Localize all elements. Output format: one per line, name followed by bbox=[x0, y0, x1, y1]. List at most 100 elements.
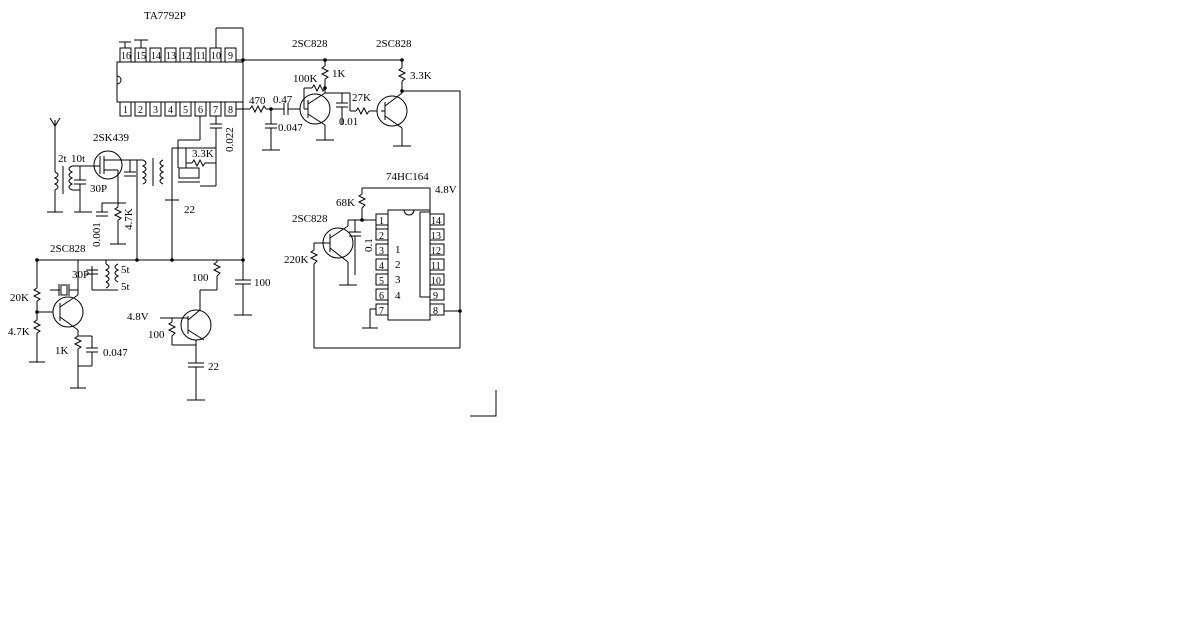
audio-amp-stage-2: 2SC828 3.3K bbox=[376, 38, 461, 348]
pin-number: 7 bbox=[379, 306, 384, 317]
resistor-100-a bbox=[212, 261, 222, 277]
transistor-collector bbox=[187, 309, 201, 321]
pin-number: 2 bbox=[138, 105, 143, 116]
pin-number: 14 bbox=[151, 51, 161, 62]
label-10t: 10t bbox=[71, 153, 85, 165]
audio-amp-stage-1: 470 0.047 0.47 2SC828 100K 1K bbox=[236, 38, 381, 151]
resistor-100k bbox=[311, 83, 326, 93]
ic-ta7792p: TA7792P 16 15 14 13 12 11 10 9 bbox=[116, 10, 244, 117]
label-3k3: 3.3K bbox=[410, 70, 432, 82]
local-oscillator: 2SC828 20K 4.7K 30P 5t 5t bbox=[8, 243, 130, 389]
ic-74hc164-label: 74HC164 bbox=[386, 171, 429, 183]
ic-ta7792p-top-pins: 16 15 14 13 12 11 10 9 bbox=[119, 47, 237, 63]
pin-number: 5 bbox=[379, 276, 384, 287]
coil-2t bbox=[53, 171, 59, 191]
antenna-icon bbox=[49, 117, 61, 127]
transistor-collector bbox=[384, 92, 403, 107]
ic-74hc164-notch bbox=[403, 209, 415, 216]
transistor-emitter bbox=[384, 115, 403, 129]
pin-box bbox=[164, 47, 177, 63]
pin-number: 12 bbox=[181, 51, 191, 62]
pin-box bbox=[179, 47, 192, 63]
pin-number: 15 bbox=[136, 51, 146, 62]
output-label: 1 bbox=[395, 244, 401, 256]
pin-number: 13 bbox=[431, 231, 441, 242]
output-label: 2 bbox=[395, 259, 401, 271]
corner-mark bbox=[470, 390, 497, 417]
rf-front-end: 2t 10t 30P 2SK439 0.001 4.7K bbox=[47, 116, 236, 262]
pin-box bbox=[375, 228, 389, 241]
pin-number: 3 bbox=[153, 105, 158, 116]
resistor-20k bbox=[32, 287, 42, 302]
pin-number: 6 bbox=[198, 105, 203, 116]
pin-box bbox=[194, 47, 207, 63]
ic-74hc164-body bbox=[387, 209, 431, 321]
pin-number: 6 bbox=[379, 291, 384, 302]
output-label: 4 bbox=[395, 290, 401, 302]
label-0047: 0.047 bbox=[278, 122, 303, 134]
ic-ta7792p-body bbox=[116, 61, 244, 103]
resistor-4k7-b bbox=[32, 319, 42, 334]
label-48v-b: 4.8V bbox=[435, 184, 457, 196]
label-1k: 1K bbox=[332, 68, 346, 80]
pin-box bbox=[375, 243, 389, 256]
ic-ta7792p-notch bbox=[116, 75, 122, 85]
pin-number: 7 bbox=[213, 105, 218, 116]
transistor-emitter bbox=[307, 113, 326, 126]
label-5t-a: 5t bbox=[121, 264, 130, 276]
junction bbox=[170, 258, 174, 262]
label-100-c: 100 bbox=[254, 277, 271, 289]
label-22-b: 22 bbox=[208, 361, 219, 373]
pin-number: 3 bbox=[379, 246, 384, 257]
pin-box bbox=[375, 288, 389, 301]
label-2sc828-c: 2SC828 bbox=[50, 243, 86, 255]
pin-box bbox=[429, 303, 445, 316]
label-22: 22 bbox=[184, 204, 195, 216]
resistor-470 bbox=[249, 104, 267, 114]
label-001: 0.01 bbox=[339, 116, 358, 128]
label-100-a: 100 bbox=[192, 272, 209, 284]
junction bbox=[458, 309, 462, 313]
pin-number: 16 bbox=[121, 51, 131, 62]
label-0022: 0.022 bbox=[224, 127, 236, 152]
label-2sc828-b: 2SC828 bbox=[376, 38, 412, 50]
pin-number: 1 bbox=[379, 216, 384, 227]
pin-box bbox=[149, 47, 162, 63]
pin-box bbox=[179, 101, 192, 117]
label-1k-b: 1K bbox=[55, 345, 69, 357]
pin-number: 8 bbox=[228, 105, 233, 116]
label-100k: 100K bbox=[293, 73, 318, 85]
pin-number: 9 bbox=[228, 51, 233, 62]
pin-number: 8 bbox=[433, 306, 438, 317]
transistor-collector bbox=[307, 92, 326, 105]
resistor-1k-b bbox=[73, 335, 83, 350]
pin-number: 10 bbox=[431, 276, 441, 287]
label-100-b: 100 bbox=[148, 329, 165, 341]
coil-5t-a bbox=[104, 263, 110, 283]
pin-box bbox=[429, 288, 445, 301]
pin-number: 5 bbox=[183, 105, 188, 116]
label-2sc828-a: 2SC828 bbox=[292, 38, 328, 50]
junction bbox=[135, 258, 139, 262]
transistor-emitter bbox=[187, 329, 205, 341]
resistor-4k7 bbox=[113, 206, 123, 221]
label-30p: 30P bbox=[90, 183, 107, 195]
pin-number: 1 bbox=[123, 105, 128, 116]
label-48v-a: 4.8V bbox=[127, 311, 149, 323]
resistor-3k3 bbox=[397, 67, 407, 82]
label-2sk439: 2SK439 bbox=[93, 132, 130, 144]
resistor-3k3-b bbox=[191, 158, 206, 168]
resistor-100-b bbox=[167, 321, 177, 337]
pin-box bbox=[429, 273, 445, 286]
ceramic-filter bbox=[178, 167, 200, 179]
crystal bbox=[60, 284, 68, 296]
transistor-collector bbox=[329, 225, 349, 239]
pin-box bbox=[149, 101, 162, 117]
label-2sc828-e: 2SC828 bbox=[292, 213, 328, 225]
label-01: 0.1 bbox=[363, 238, 375, 252]
supply-wiring bbox=[35, 58, 404, 262]
ic-ta7792p-bottom-pins: 1 2 3 4 5 6 7 8 bbox=[119, 101, 237, 117]
pulse-shaper: 2SC828 4.8V 68K 0.1 220K bbox=[284, 184, 460, 349]
resistor-68k bbox=[357, 193, 367, 209]
